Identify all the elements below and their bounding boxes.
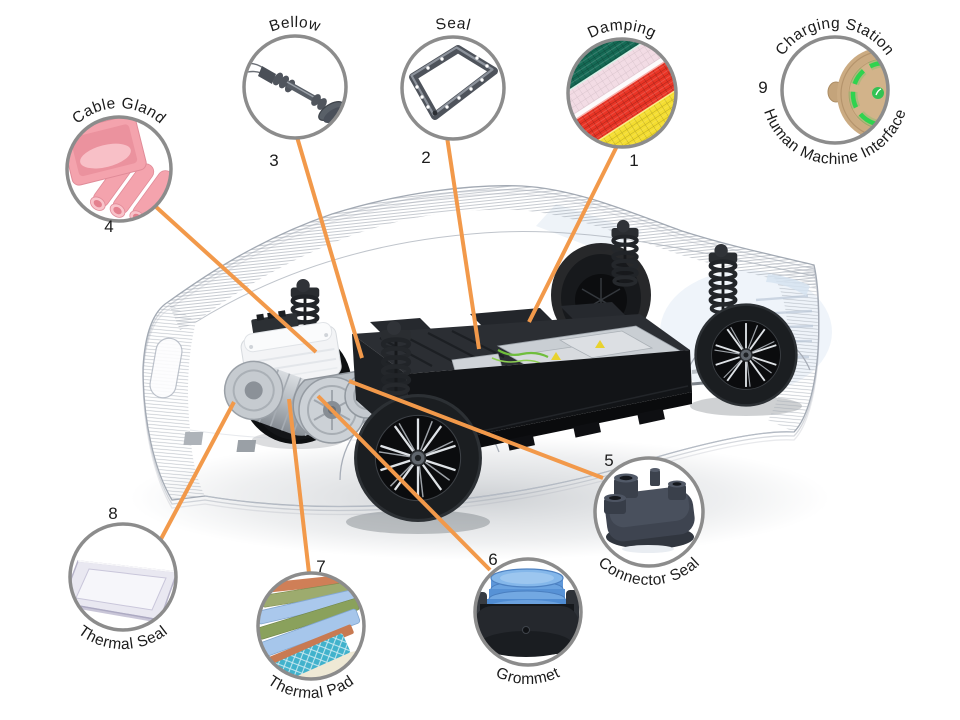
ev-chassis — [183, 217, 798, 522]
callout-thermal-pad — [256, 571, 366, 681]
number-bellow: 3 — [269, 151, 278, 170]
callout-bellow — [242, 34, 348, 140]
connector-seal-icon — [604, 468, 695, 553]
leader-line-bellow — [295, 136, 364, 359]
callout-charging-station — [780, 35, 890, 145]
number-seal: 2 — [421, 148, 430, 167]
number-thermal-pad: 7 — [316, 557, 325, 576]
callout-grommet — [473, 557, 583, 667]
label-grommet: Grommet — [494, 664, 563, 688]
suspension-spring-front-right — [709, 244, 738, 313]
cable-gland-icon — [67, 117, 171, 221]
motor-mount-foot — [183, 432, 204, 445]
wheel-rear-right — [354, 394, 482, 522]
leader-line-connector-seal — [348, 379, 604, 480]
cable-gland-cup — [67, 117, 147, 186]
battery-front-face — [406, 350, 692, 448]
suspension-spring-mid — [381, 321, 411, 393]
hv-cable-green — [491, 357, 543, 365]
leader-line-seal — [445, 136, 481, 350]
callout-connector-seal — [593, 456, 705, 568]
suspension-spring-front-left — [609, 217, 641, 287]
callout-cable-gland — [65, 115, 173, 223]
wheel-front-right — [694, 303, 798, 407]
grommet-icon — [475, 568, 579, 657]
motor-cylinder — [223, 360, 329, 437]
label-seal: Seal — [434, 15, 472, 34]
callout-numbers: 1 2 3 4 5 6 7 8 9 — [104, 78, 767, 576]
charging-station-hmi-icon — [827, 47, 888, 141]
number-connector-seal: 5 — [604, 451, 613, 470]
motor-mount-foot — [236, 440, 257, 452]
thermal-seal-plate-icon — [70, 560, 176, 623]
beltline-contour — [195, 231, 815, 323]
battery-pack — [352, 302, 692, 464]
gasket-frame-icon — [409, 45, 498, 120]
leader-line-thermal-pad — [287, 398, 311, 574]
number-thermal-seal: 8 — [108, 504, 117, 523]
label-bellow: Bellow — [267, 14, 323, 36]
battery-far-block — [560, 302, 626, 320]
leader-line-cable-gland — [153, 204, 318, 354]
roof-hood-contour-band — [168, 185, 816, 330]
leader-line-grommet — [316, 394, 492, 572]
number-damping: 1 — [629, 151, 638, 170]
number-cable-gland: 4 — [104, 217, 113, 236]
hv-cable-green — [497, 349, 549, 358]
leader-line-damping — [527, 145, 619, 323]
number-grommet: 6 — [488, 550, 497, 569]
tail-lamp — [149, 337, 183, 399]
leader-lines — [153, 136, 619, 574]
leader-line-thermal-seal — [159, 401, 236, 540]
callout-seal — [400, 35, 506, 141]
lower-body-contour — [204, 431, 795, 507]
headlight-streak — [766, 274, 810, 296]
number-charging-station: 9 — [758, 78, 767, 97]
callout-thermal-seal — [68, 522, 178, 632]
